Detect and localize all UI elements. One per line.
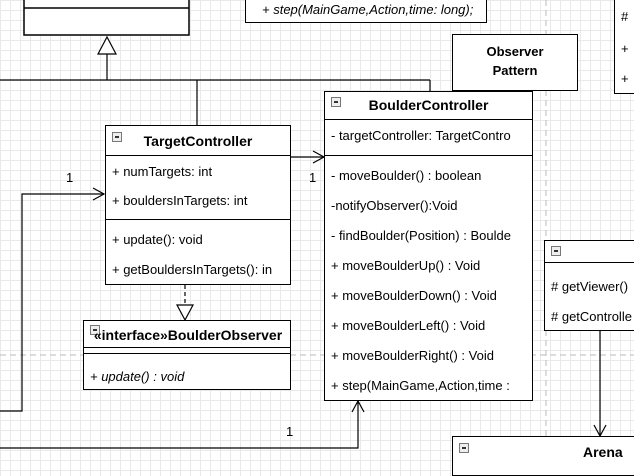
attribute-row: - targetController: TargetContro xyxy=(331,128,511,143)
class-title: TargetController xyxy=(143,133,253,149)
operation-row: # getControlle xyxy=(551,309,632,324)
operation-row: + moveBoulderLeft() : Void xyxy=(331,318,486,333)
arena-class[interactable]: Arena xyxy=(452,436,634,476)
class-title: Arena xyxy=(583,444,623,460)
observer-pattern-note[interactable]: Observer Pattern xyxy=(452,34,578,91)
attribute-row: + numTargets: int xyxy=(112,164,213,179)
operation-row: # getViewer() xyxy=(551,279,629,294)
parent-class-box xyxy=(23,0,190,36)
collapse-icon[interactable] xyxy=(551,246,561,256)
operation-row: + step(MainGame,Action,time : xyxy=(331,378,510,393)
member-text: + xyxy=(621,41,629,56)
operation-row: + moveBoulderRight() : Void xyxy=(331,348,494,363)
multiplicity-label: 1 xyxy=(286,424,294,439)
association-arrow-tc xyxy=(92,187,106,201)
operation-row: - findBoulder(Position) : Boulde xyxy=(331,228,511,243)
multiplicity-label: 1 xyxy=(66,170,74,185)
boulder-controller-class[interactable]: BoulderController - targetController: Ta… xyxy=(324,91,533,401)
operation-row: + update() : void xyxy=(90,369,185,384)
operation-row: + moveBoulderUp() : Void xyxy=(331,258,481,273)
attribute-row: + bouldersInTargets: int xyxy=(112,193,248,208)
right-top-class-fragment[interactable]: # + + xyxy=(614,0,634,94)
operation-text: + step(MainGame,Action,time: long); xyxy=(262,2,474,17)
multiplicity-label: 1 xyxy=(309,170,317,185)
class-title: BoulderController xyxy=(368,97,489,113)
association-arrow-bottom xyxy=(351,399,365,413)
collapse-icon[interactable] xyxy=(331,97,341,107)
operation-row: + update(): void xyxy=(112,232,203,247)
game-class-fragment[interactable]: + step(MainGame,Action,time: long); xyxy=(245,0,487,23)
generalization-arrow xyxy=(97,35,117,55)
operation-row: - moveBoulder() : boolean xyxy=(331,168,482,183)
connectors xyxy=(0,0,634,464)
boulder-observer-interface[interactable]: «interface»BoulderObserver + update() : … xyxy=(83,320,291,390)
member-text: + xyxy=(621,71,629,86)
member-text: # xyxy=(621,9,629,24)
right-class-fragment[interactable]: # getViewer() # getControlle xyxy=(544,240,634,331)
note-line-1: Observer xyxy=(486,44,544,59)
collapse-icon[interactable] xyxy=(112,132,122,142)
target-controller-class[interactable]: TargetController + numTargets: int + bou… xyxy=(105,125,291,285)
operation-row: + moveBoulderDown() : Void xyxy=(331,288,497,303)
interface-title: «interface»BoulderObserver xyxy=(93,327,283,343)
note-line-2: Pattern xyxy=(492,63,538,78)
realization-arrow xyxy=(176,304,194,322)
collapse-icon[interactable] xyxy=(459,443,469,453)
operation-row: + getBouldersInTargets(): in xyxy=(112,262,273,277)
collapse-icon[interactable] xyxy=(90,325,100,335)
operation-row: -notifyObserver():Void xyxy=(331,198,458,213)
